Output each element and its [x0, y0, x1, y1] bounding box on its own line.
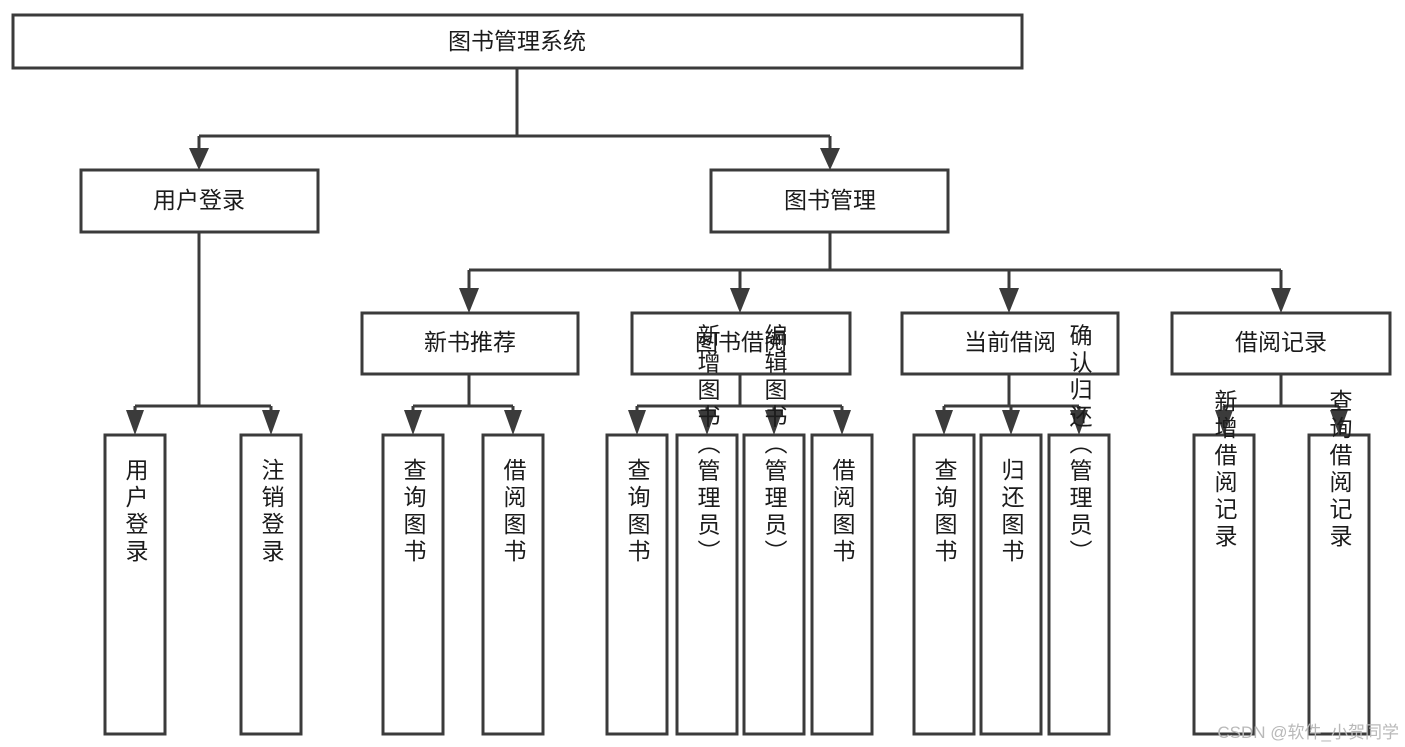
arrow-head-leaf-query-record: [1330, 410, 1348, 435]
node-leaf-borrow-book-2[interactable]: 借阅图书: [810, 433, 874, 736]
node-book-manage-box[interactable]: [709, 168, 950, 234]
node-leaf-query-book-1[interactable]: 查询图书: [381, 433, 445, 736]
arrow-head-borrow-record: [1271, 288, 1291, 313]
connector-group: [126, 68, 1348, 435]
node-leaf-query-book-2-box[interactable]: [605, 433, 669, 736]
node-new-book-recommend[interactable]: 新书推荐: [360, 311, 580, 376]
node-leaf-return-book[interactable]: 归还图书: [979, 433, 1043, 736]
arrow-head-leaf-query-book-2: [628, 410, 646, 435]
node-leaf-user-login-box[interactable]: [103, 433, 167, 736]
node-leaf-query-book-3[interactable]: 查询图书: [912, 433, 976, 736]
node-leaf-return-book-label: 归还图书: [998, 458, 1025, 566]
arrow-head-current-borrow: [999, 288, 1019, 313]
node-leaf-confirm-return[interactable]: 确认归还（管理员）: [1047, 324, 1111, 736]
node-borrow-record-box[interactable]: [1170, 311, 1392, 376]
node-leaf-add-record[interactable]: 新增借阅记录: [1192, 389, 1256, 736]
node-leaf-query-book-1-label: 查询图书: [400, 458, 427, 566]
arrow-head-leaf-confirm-return: [1070, 410, 1088, 435]
node-current-borrow-label: 当前借阅: [964, 329, 1056, 355]
node-user-login-label: 用户登录: [153, 187, 245, 213]
node-leaf-query-book-2-label: 查询图书: [624, 458, 651, 566]
node-leaf-query-record[interactable]: 查询借阅记录: [1307, 389, 1371, 736]
node-current-borrow[interactable]: 当前借阅: [900, 311, 1120, 376]
arrow-head-leaf-return-book: [1002, 410, 1020, 435]
node-leaf-borrow-book-2-label: 借阅图书: [829, 458, 856, 566]
node-leaf-add-record-label: 新增借阅记录: [1211, 389, 1238, 551]
arrow-head-leaf-logout: [262, 410, 280, 435]
arrow-head-leaf-query-book-1: [404, 410, 422, 435]
arrow-head-leaf-user-login: [126, 410, 144, 435]
node-leaf-query-book-3-box[interactable]: [912, 433, 976, 736]
node-leaf-edit-book-label: 编辑图书（管理员）: [761, 324, 788, 567]
node-book-manage-label: 图书管理: [784, 187, 876, 213]
node-leaf-query-record-label: 查询借阅记录: [1326, 389, 1353, 551]
arrow-head-leaf-borrow-book-2: [833, 410, 851, 435]
node-leaf-edit-book-box[interactable]: [742, 433, 806, 736]
node-leaf-borrow-book-1-box[interactable]: [481, 433, 545, 736]
node-root[interactable]: 图书管理系统: [11, 13, 1024, 70]
node-book-manage[interactable]: 图书管理: [709, 168, 950, 234]
arrow-head-leaf-query-book-3: [935, 410, 953, 435]
node-leaf-add-book[interactable]: 新增图书（管理员）: [675, 324, 739, 736]
node-leaf-query-book-2[interactable]: 查询图书: [605, 433, 669, 736]
arrow-head-leaf-edit-book: [765, 410, 783, 435]
node-leaf-logout-label: 注销登录: [258, 458, 285, 566]
node-book-borrow-box[interactable]: [630, 311, 852, 376]
node-leaf-borrow-book-1[interactable]: 借阅图书: [481, 433, 545, 736]
node-new-book-recommend-label: 新书推荐: [424, 329, 516, 355]
node-leaf-query-book-3-label: 查询图书: [931, 458, 958, 566]
node-leaf-query-book-1-box[interactable]: [381, 433, 445, 736]
node-book-borrow-label: 图书借阅: [695, 329, 787, 355]
node-leaf-logout[interactable]: 注销登录: [239, 433, 303, 736]
node-borrow-record[interactable]: 借阅记录: [1170, 311, 1392, 376]
arrow-head-book-borrow: [730, 288, 750, 313]
node-borrow-record-label: 借阅记录: [1235, 329, 1327, 355]
arrow-head-book-manage: [820, 148, 840, 170]
node-user-login-box[interactable]: [79, 168, 320, 234]
node-leaf-user-login[interactable]: 用户登录: [103, 433, 167, 736]
node-leaf-confirm-return-label: 确认归还（管理员）: [1066, 324, 1093, 567]
node-leaf-add-record-box[interactable]: [1192, 433, 1256, 736]
node-leaf-edit-book[interactable]: 编辑图书（管理员）: [742, 324, 806, 736]
arrow-head-leaf-add-book: [698, 410, 716, 435]
node-leaf-confirm-return-box[interactable]: [1047, 433, 1111, 736]
node-leaf-query-record-box[interactable]: [1307, 433, 1371, 736]
node-leaf-user-login-label: 用户登录: [122, 458, 149, 566]
arrow-head-user-login: [189, 148, 209, 170]
arrow-head-new-book: [459, 288, 479, 313]
node-leaf-return-book-box[interactable]: [979, 433, 1043, 736]
node-new-book-recommend-box[interactable]: [360, 311, 580, 376]
node-leaf-add-book-box[interactable]: [675, 433, 739, 736]
node-leaf-add-book-label: 新增图书（管理员）: [694, 324, 721, 567]
arrow-head-leaf-add-record: [1215, 410, 1233, 435]
node-leaf-logout-box[interactable]: [239, 433, 303, 736]
arrow-head-leaf-borrow-book-1: [504, 410, 522, 435]
node-current-borrow-box[interactable]: [900, 311, 1120, 376]
node-user-login[interactable]: 用户登录: [79, 168, 320, 234]
node-book-borrow[interactable]: 图书借阅: [630, 311, 852, 376]
node-root-box[interactable]: [11, 13, 1024, 70]
node-root-label: 图书管理系统: [448, 28, 586, 54]
node-leaf-borrow-book-1-label: 借阅图书: [500, 458, 527, 566]
node-leaf-borrow-book-2-box[interactable]: [810, 433, 874, 736]
